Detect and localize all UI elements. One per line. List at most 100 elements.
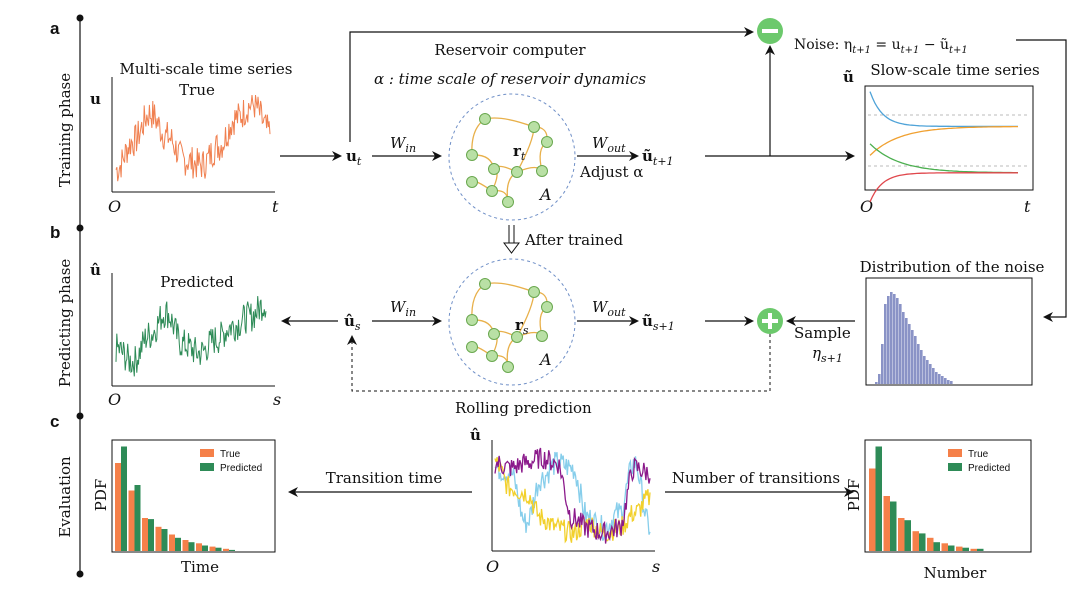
wout-label-a: Wout (592, 134, 626, 155)
nt-legend-true-swatch (948, 449, 962, 457)
rolling-series-skyblue (494, 451, 651, 541)
adjacency-label-b: A (538, 350, 552, 369)
panel-letter-b: b (50, 223, 60, 242)
reservoir-state-label-a: rt (513, 142, 526, 163)
noise-hist-bar (932, 368, 935, 384)
bar-true (142, 518, 148, 551)
slow-plot-origin: O (860, 197, 873, 216)
true-plot-x-end: t (272, 197, 279, 216)
predicted-series-line (115, 296, 267, 377)
tt-legend-true-swatch (200, 449, 214, 457)
reservoir-node (466, 341, 478, 353)
noise-hist-bar (875, 382, 878, 384)
panel-letter-c: c (50, 412, 59, 431)
pred-plot-y-label: û (90, 261, 101, 279)
number-transitions-plot: True Predicted PDF Number (845, 439, 1032, 582)
noise-hist-bar (926, 360, 929, 384)
bar-true (223, 548, 229, 551)
reservoir-node (466, 149, 478, 161)
reservoir-node (502, 361, 514, 373)
phase-label-predicting: Predicting phase (56, 259, 74, 388)
mid-plot-origin: O (486, 557, 499, 576)
after-trained-label: After trained (524, 231, 623, 249)
rolling-predictions-plot: û O s (470, 426, 660, 576)
noise-hist-bar (920, 350, 923, 384)
transition-time-label: Transition time (326, 469, 443, 487)
reservoir-network-training (448, 93, 576, 221)
tt-y-label: PDF (92, 479, 110, 512)
wout-label-b: Wout (592, 298, 626, 319)
plus-icon-v (768, 313, 772, 329)
reservoir-node (486, 185, 498, 197)
slow-plot-y-label: ũ (843, 68, 854, 86)
rolling-prediction-label: Rolling prediction (455, 399, 592, 417)
nt-x-label: Number (924, 564, 987, 582)
alpha-description: α : time scale of reservoir dynamics (374, 70, 646, 88)
adjacency-label-a: A (538, 185, 552, 204)
bar-true (128, 490, 135, 551)
noise-hist-bar (950, 381, 953, 384)
pred-plot-title: Predicted (160, 273, 234, 291)
slow-plot-x-end: t (1024, 197, 1031, 216)
tt-legend-pred-swatch (200, 463, 214, 471)
panel-letter-a: a (50, 19, 60, 38)
reservoir-node (479, 278, 491, 290)
noise-hist-bar (935, 372, 938, 384)
bar-predicted (875, 446, 882, 551)
noise-hist-bar (905, 318, 908, 384)
bar-predicted (148, 519, 154, 551)
bar-predicted (933, 542, 940, 551)
reservoir-node (536, 165, 548, 177)
nt-legend-pred-swatch (948, 463, 962, 471)
bar-true (941, 543, 948, 551)
win-label-b: Win (390, 298, 416, 319)
reservoir-node (502, 196, 514, 208)
slow-series-plot: ũ Slow-scale time series O t (843, 61, 1040, 216)
reservoir-boundary-b (448, 258, 576, 386)
number-transitions-label: Number of transitions (672, 469, 840, 487)
noise-hist-bar (938, 374, 941, 384)
bar-true (970, 548, 977, 551)
noise-histogram (875, 292, 953, 384)
true-series-plot: u Multi-scale time series True O t (90, 60, 293, 216)
bar-true (883, 496, 890, 551)
tt-legend-true: True (220, 449, 241, 460)
true-plot-y-label: u (90, 90, 101, 108)
phase-label-training: Training phase (56, 73, 74, 187)
noise-hist-bar (899, 304, 902, 384)
nt-y-label: PDF (845, 479, 863, 512)
noise-hist-bar (896, 298, 899, 384)
noise-hist-bar (908, 324, 911, 384)
nt-legend-true: True (968, 449, 989, 460)
timeline-dot-end (76, 570, 84, 578)
bar-true (196, 543, 202, 551)
reservoir-node (511, 331, 523, 343)
noise-hist-bar (890, 292, 893, 384)
reservoir-title: Reservoir computer (434, 41, 586, 59)
ut-label: ut (346, 147, 362, 168)
bar-predicted (962, 547, 969, 551)
nt-frame (864, 439, 1032, 553)
noise-hist-bar (917, 344, 920, 384)
reservoir-node (466, 176, 478, 188)
reservoir-node (536, 330, 548, 342)
bar-true (869, 468, 876, 551)
reservoir-node (528, 121, 540, 133)
noise-path-top (349, 27, 754, 142)
true-plot-title: Multi-scale time series (119, 60, 292, 78)
reservoir-node (479, 113, 491, 125)
reservoir-node (486, 350, 498, 362)
bar-true (912, 531, 919, 551)
tt-legend-pred: Predicted (220, 463, 262, 474)
slow-series-orange (869, 125, 1018, 156)
noise-hist-bar (923, 356, 926, 384)
rolling-series-purple (494, 447, 651, 544)
slow-series-red (869, 172, 1018, 203)
noise-hist-bar (893, 294, 896, 384)
pred-plot-x-end: s (273, 390, 281, 409)
slow-plot-title: Slow-scale time series (870, 61, 1039, 79)
bar-predicted (919, 533, 926, 551)
true-series-line (115, 94, 271, 182)
noise-hist-bar (941, 376, 944, 384)
bar-predicted (977, 548, 984, 551)
